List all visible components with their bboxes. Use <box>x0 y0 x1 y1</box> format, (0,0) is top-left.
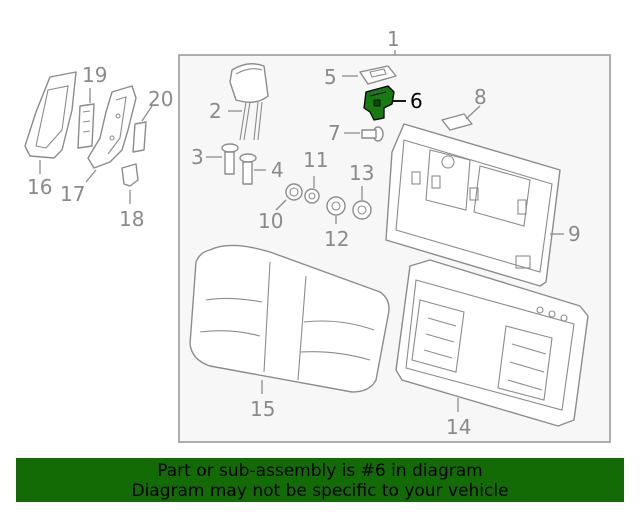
part-10-bushing[interactable] <box>285 183 303 201</box>
callout-17: 17 <box>60 182 85 206</box>
leader-8 <box>465 105 481 120</box>
callout-8: 8 <box>474 85 487 109</box>
leader-20 <box>141 105 153 122</box>
banner-line-1: Part or sub-assembly is #6 in diagram <box>157 461 483 481</box>
callout-11: 11 <box>303 148 328 172</box>
part-20-strip[interactable] <box>132 121 147 153</box>
info-banner: Part or sub-assembly is #6 in diagram Di… <box>16 458 624 502</box>
part-15-seatback-cushion[interactable] <box>189 244 390 393</box>
callout-12: 12 <box>324 227 349 251</box>
leader-10 <box>275 199 287 211</box>
leader-17 <box>85 169 97 183</box>
part-8-cover[interactable] <box>441 113 473 131</box>
callout-7: 7 <box>328 121 341 145</box>
callout-3: 3 <box>191 145 204 169</box>
callout-16: 16 <box>27 175 52 199</box>
callout-4: 4 <box>271 158 284 182</box>
part-5-latch-cover[interactable] <box>359 65 397 85</box>
callout-13: 13 <box>349 161 374 185</box>
part-4-guide[interactable] <box>239 153 257 185</box>
callout-9: 9 <box>568 222 581 246</box>
part-9-seatback-frame[interactable] <box>385 123 561 287</box>
part-3-guide[interactable] <box>221 143 239 175</box>
callout-19: 19 <box>82 63 107 87</box>
callout-15: 15 <box>250 397 275 421</box>
part-17-bracket[interactable] <box>87 85 137 169</box>
callout-14: 14 <box>446 415 471 439</box>
part-7-bolt[interactable] <box>361 126 384 142</box>
callout-5: 5 <box>324 65 337 89</box>
banner-line-2: Diagram may not be specific to your vehi… <box>131 481 509 501</box>
part-16-side-bolster[interactable] <box>24 71 77 159</box>
callout-2: 2 <box>209 99 222 123</box>
part-19-pad[interactable] <box>77 103 95 149</box>
callout-1: 1 <box>387 27 400 51</box>
part-14-seat-frame[interactable] <box>395 259 589 427</box>
part-13-stopper[interactable] <box>352 200 372 220</box>
part-18-clip[interactable] <box>121 163 139 187</box>
part-11-nut[interactable] <box>304 188 320 204</box>
callout-18: 18 <box>119 207 144 231</box>
callout-20: 20 <box>148 87 173 111</box>
parts-diagram: 1 16 19 17 20 18 2 <box>24 27 611 443</box>
callout-10: 10 <box>258 209 283 233</box>
part-12-bushing[interactable] <box>326 196 346 216</box>
part-6-latch[interactable] <box>363 85 395 121</box>
part-2-headrest[interactable] <box>229 63 269 141</box>
callout-6: 6 <box>410 89 423 113</box>
